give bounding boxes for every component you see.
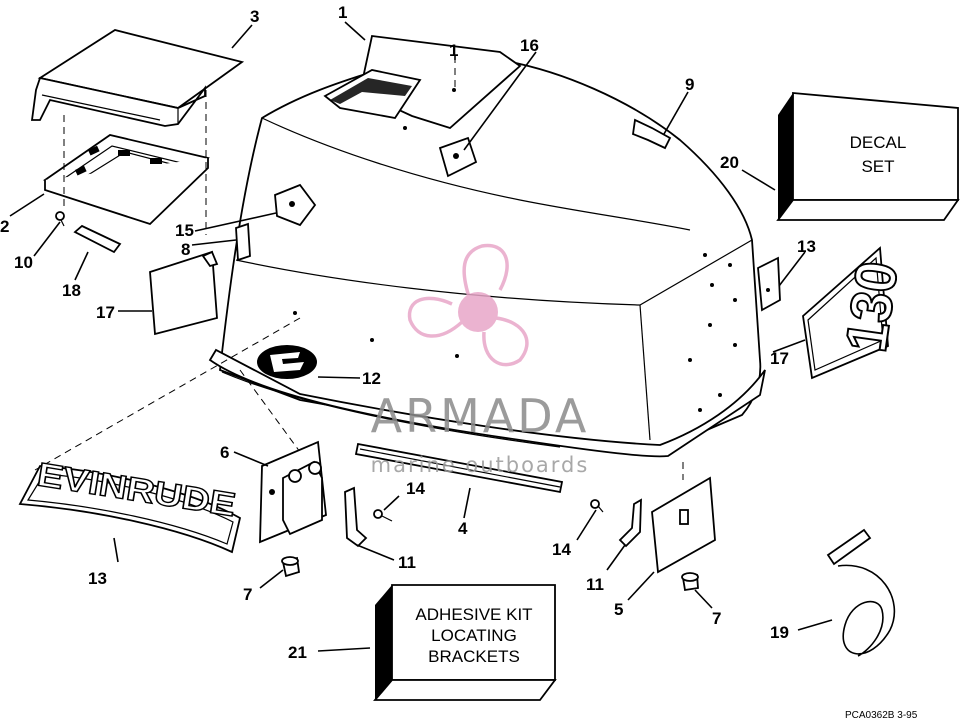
air-intake-opening (323, 35, 522, 130)
seal-strip-18 (73, 224, 122, 254)
callout-9: 9 (685, 75, 694, 94)
callout-2: 2 (0, 217, 9, 236)
callout-3: 3 (250, 7, 259, 26)
decal-set-line-2: SET (861, 157, 894, 176)
screw-14-right (590, 499, 604, 513)
callout-10: 10 (14, 253, 33, 272)
callout-6: 6 (220, 443, 229, 462)
evinrude-badge: EVINRUDE (18, 455, 242, 554)
adhesive-kit-box: ADHESIVE KIT LOCATING BRACKETS (373, 584, 557, 701)
watermark-brand: ARMADA (371, 389, 590, 443)
seal-strip-4 (354, 442, 564, 494)
motor-cover (208, 59, 766, 458)
leader-lines (9, 21, 833, 652)
callout-1b: 1 (449, 41, 458, 60)
callout-18: 18 (62, 281, 81, 300)
adhesive-kit-line-2: LOCATING (431, 626, 517, 645)
cable-19 (826, 528, 896, 657)
callout-11-left: 11 (398, 553, 416, 572)
callout-14-right: 14 (552, 540, 571, 559)
adhesive-kit-line-1: ADHESIVE KIT (415, 605, 532, 624)
alignment-lines (34, 56, 684, 480)
callout-7-left: 7 (243, 585, 252, 604)
decal-17-left (149, 250, 219, 336)
armada-watermark: ARMADA marine outboards (371, 243, 590, 477)
callout-8: 8 (181, 240, 190, 259)
decal-set-line-1: DECAL (850, 133, 907, 152)
callout-21: 21 (288, 643, 307, 662)
screw-14-left (373, 509, 393, 522)
latch-bracket-16 (438, 136, 478, 178)
bracket-11-right (618, 498, 642, 548)
watermark-tagline: marine outboards (371, 453, 590, 477)
latch-bracket-15 (274, 183, 317, 227)
hook-9 (632, 118, 672, 150)
decal-set-box: DECAL SET (776, 92, 960, 221)
propeller-hub (458, 292, 498, 332)
propeller-logo (407, 243, 529, 367)
callout-14-left: 14 (406, 479, 425, 498)
callout-13-right: 13 (797, 237, 816, 256)
callout-17-right: 17 (770, 349, 789, 368)
callout-12: 12 (362, 369, 381, 388)
callout-5: 5 (614, 600, 623, 619)
adhesive-kit-line-3: BRACKETS (428, 647, 520, 666)
callout-11-right: 11 (586, 575, 604, 594)
clip-8 (235, 222, 251, 262)
callout-16: 16 (520, 36, 539, 55)
callout-numbers: 1 1 2 3 4 5 6 7 7 8 9 10 11 11 12 13 13 … (0, 3, 816, 662)
callout-1: 1 (338, 3, 347, 22)
callout-20: 20 (720, 153, 739, 172)
latch-bracket-6 (259, 440, 327, 544)
latch-bracket-5 (651, 476, 716, 574)
grommet-7-right (681, 572, 699, 592)
callout-19: 19 (770, 623, 789, 642)
air-silencer-base (42, 134, 210, 226)
drawing-code: PCA0362B 3-95 (845, 710, 918, 721)
model-badge-text: 130 (833, 258, 910, 356)
model-badge: 130 (802, 246, 911, 380)
callout-7-right: 7 (712, 609, 721, 628)
emblem-12 (257, 345, 317, 379)
grommet-7-left (281, 556, 300, 578)
callout-4: 4 (458, 519, 468, 538)
callout-15: 15 (175, 221, 194, 240)
bracket-13-right (757, 256, 781, 312)
bracket-11-left (344, 486, 368, 548)
callout-17-left: 17 (96, 303, 115, 322)
screw-10 (55, 211, 65, 227)
air-silencer-cover (30, 29, 245, 127)
callout-13-left: 13 (88, 569, 107, 588)
